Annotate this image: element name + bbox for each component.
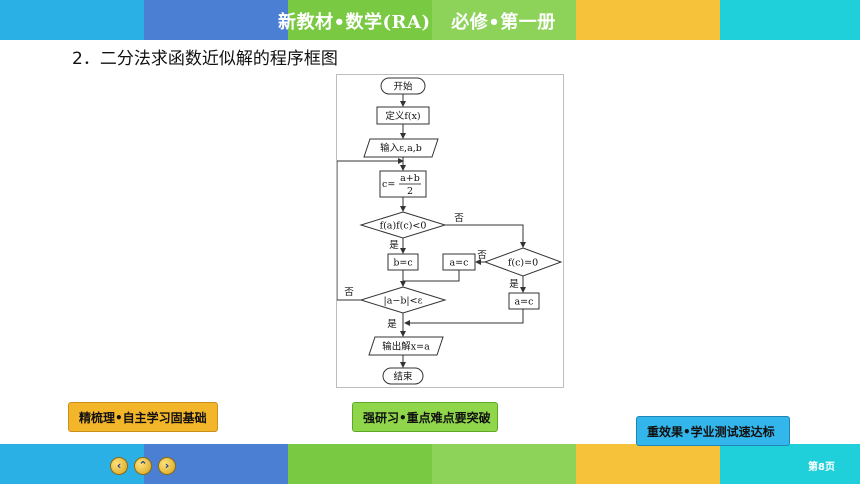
cond1-yes-label: 是 xyxy=(389,240,399,251)
header-title-course: 新教材•数学(RA) xyxy=(278,12,431,33)
next-page-icon[interactable]: › xyxy=(158,457,176,475)
a-eq-c-right-label: a=c xyxy=(515,297,534,308)
cond3-label: |a−b|<ε xyxy=(384,296,423,307)
end-label: 结束 xyxy=(393,371,413,383)
page-heading: 2．二分法求函数近似解的程序框图 xyxy=(72,49,338,69)
assign-c-lhs: c= xyxy=(382,179,395,190)
cond3-yes-label: 是 xyxy=(387,319,397,330)
nav-button-review[interactable]: 精梳理•自主学习固基础 xyxy=(68,402,218,432)
top-color-bar xyxy=(0,0,860,40)
nav-button-test[interactable]: 重效果•学业测试速达标 xyxy=(636,416,790,446)
start-label: 开始 xyxy=(393,81,413,93)
bisection-flowchart: 开始 定义f(x) 输入ε,a,b c= a+b 2 f(a)f(c)<0 否 … xyxy=(336,74,564,388)
end-terminal xyxy=(382,367,424,385)
bar-segment xyxy=(576,0,720,40)
cond1-label: f(a)f(c)<0 xyxy=(380,221,427,232)
bar-segment xyxy=(288,0,432,40)
nav-button-study[interactable]: 强研习•重点难点要突破 xyxy=(352,402,498,432)
cond3-no-label: 否 xyxy=(344,287,354,298)
cond2-yes-label: 是 xyxy=(509,279,519,290)
input-box xyxy=(363,138,439,158)
home-icon[interactable]: ⌃ xyxy=(134,457,152,475)
assign-c-denominator: 2 xyxy=(407,186,413,197)
cond2-no-label: 否 xyxy=(477,250,487,261)
input-label: 输入ε,a,b xyxy=(380,142,422,154)
bottom-color-bar xyxy=(0,444,860,484)
bar-segment xyxy=(720,444,860,484)
bar-segment xyxy=(432,0,576,40)
bar-segment xyxy=(144,0,288,40)
bar-segment xyxy=(0,0,144,40)
header-title: 新教材•数学(RA) 必修•第一册 xyxy=(278,8,556,34)
bar-segment xyxy=(720,0,860,40)
output-box xyxy=(368,336,444,356)
prev-page-icon[interactable]: ‹ xyxy=(110,457,128,475)
page-number: 第8页 xyxy=(808,462,835,473)
a-eq-c-right-box xyxy=(508,292,540,310)
output-label: 输出解x=a xyxy=(382,341,430,353)
cond2-label: f(c)=0 xyxy=(508,258,538,269)
bar-segment xyxy=(288,444,432,484)
define-label: 定义f(x) xyxy=(385,110,420,122)
bar-segment xyxy=(576,444,720,484)
bar-segment xyxy=(432,444,576,484)
header-title-volume: 必修•第一册 xyxy=(451,12,556,33)
a-eq-c-left-label: a=c xyxy=(450,258,469,269)
b-eq-c-label: b=c xyxy=(393,258,412,269)
cond1-no-label: 否 xyxy=(454,213,464,224)
assign-c-numerator: a+b xyxy=(400,173,420,184)
